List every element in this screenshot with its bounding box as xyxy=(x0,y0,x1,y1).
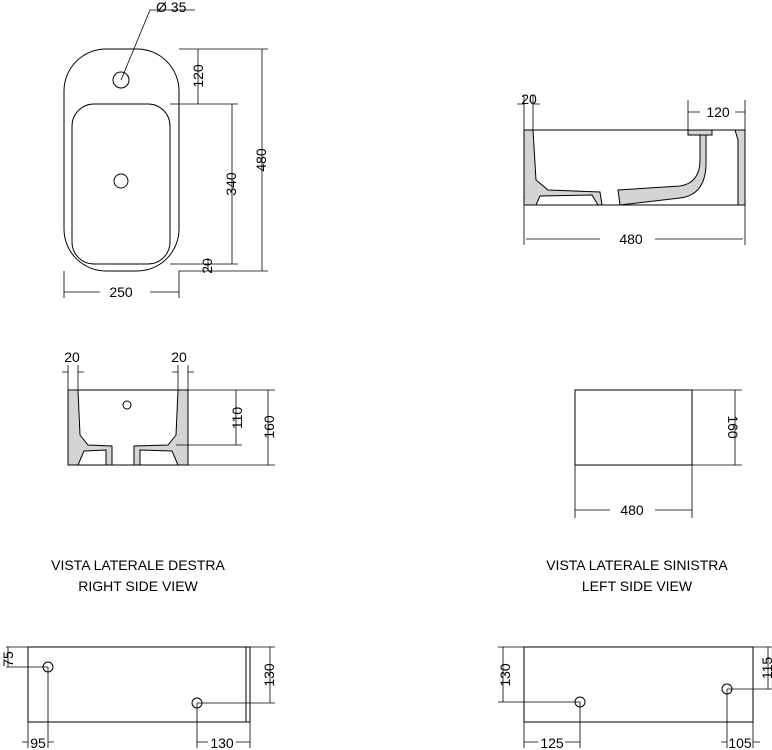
basin-outline xyxy=(63,48,180,272)
left-dim-160: 160 xyxy=(725,415,741,439)
rear-left-dim-130-v: 130 xyxy=(261,663,277,687)
top-view: Ø 35 120 340 480 20 250 xyxy=(63,0,269,300)
section-view: 20 120 480 xyxy=(517,91,746,247)
left-caption-en: LEFT SIDE VIEW xyxy=(582,578,693,594)
basin-bowl xyxy=(71,103,171,265)
rear-right-dim-115: 115 xyxy=(759,657,772,680)
dim-480: 480 xyxy=(253,148,269,172)
dim-250: 250 xyxy=(109,284,133,300)
right-dim-20-right: 20 xyxy=(171,349,187,365)
rear-right-dim-105: 105 xyxy=(728,735,752,750)
section-dim-120: 120 xyxy=(706,104,730,120)
dim-20: 20 xyxy=(199,258,215,274)
right-caption-it: VISTA LATERALE DESTRA xyxy=(51,557,225,573)
section-dim-20: 20 xyxy=(521,91,537,107)
tap-hole xyxy=(112,71,130,89)
rear-left-dim-95: 95 xyxy=(30,735,46,750)
rear-view-left: 75 95 130 130 xyxy=(0,646,277,750)
left-side-view: 160 480 VISTA LATERALE SINISTRA LEFT SID… xyxy=(546,389,742,594)
section-dim-480: 480 xyxy=(619,231,643,247)
right-caption-en: RIGHT SIDE VIEW xyxy=(78,578,198,594)
rear-left-dim-75: 75 xyxy=(0,651,16,667)
left-dim-480: 480 xyxy=(620,502,644,518)
right-side-view: 20 20 110 160 VISTA LATERALE DESTRA RIGH… xyxy=(51,349,277,594)
dim-120: 120 xyxy=(190,64,206,88)
rear-right-dim-125: 125 xyxy=(540,735,564,750)
right-dim-20-left: 20 xyxy=(64,349,80,365)
left-caption-it: VISTA LATERALE SINISTRA xyxy=(546,557,728,573)
right-dim-110: 110 xyxy=(229,407,245,430)
rear-right-dim-130-v: 130 xyxy=(497,663,513,687)
hole-diameter-label: Ø 35 xyxy=(156,0,187,15)
rear-left-dim-130-h: 130 xyxy=(210,735,234,750)
drain-hole xyxy=(113,173,129,189)
right-dim-160: 160 xyxy=(261,415,277,439)
dim-340: 340 xyxy=(223,172,239,196)
rear-view-right: 130 125 115 105 xyxy=(497,646,772,750)
